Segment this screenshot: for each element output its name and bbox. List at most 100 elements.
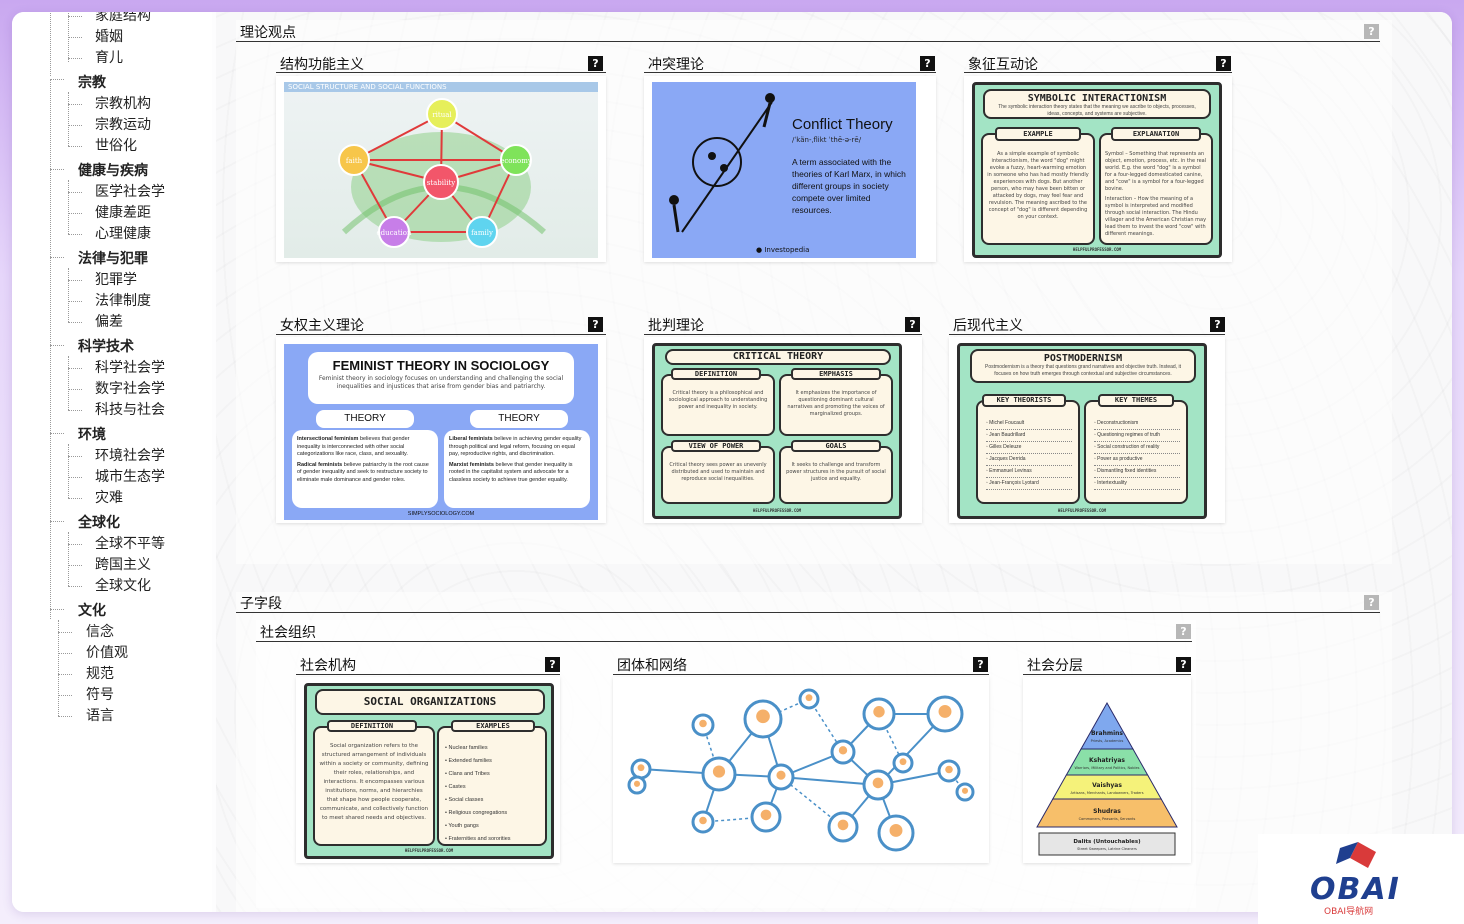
- level-sub: Commoners, Peasants, Servants: [1079, 817, 1136, 821]
- node-ritual: [426, 98, 458, 130]
- person-icon: [938, 704, 952, 718]
- card-conflict-theory[interactable]: Conflict Theory /ˈkän-ˌflikt ˈthē-ə-rē/ …: [644, 76, 936, 262]
- tree-item[interactable]: 环境社会学: [95, 448, 165, 464]
- tree-group[interactable]: 健康与疾病: [78, 163, 148, 179]
- critical-label-emphasis: EMPHASIS: [791, 368, 881, 380]
- card-help-button[interactable]: ?: [1176, 657, 1191, 672]
- tree-item[interactable]: 语言: [86, 708, 114, 724]
- tree-item[interactable]: 宗教运动: [95, 117, 151, 133]
- conflict-description: A term associated with the theories of K…: [792, 157, 906, 215]
- list-item: ◦ Dismantling fixed identities: [1094, 466, 1180, 478]
- image-footer: HELPFULPROFESSOR.COM: [404, 848, 454, 853]
- tree-item[interactable]: 规范: [86, 666, 114, 682]
- tree-item[interactable]: 犯罪学: [95, 272, 137, 288]
- pyramid-base: [1038, 832, 1176, 856]
- tree-group[interactable]: 全球化: [78, 515, 120, 531]
- node-faith: [338, 144, 370, 176]
- tree-item[interactable]: 医学社会学: [95, 184, 165, 200]
- list-item: ◦ Jacques Derrida: [986, 454, 1072, 466]
- card-help-button[interactable]: ?: [545, 657, 560, 672]
- tree-item[interactable]: 跨国主义: [95, 557, 151, 573]
- tree-item[interactable]: 健康差距: [95, 205, 151, 221]
- card-help-button[interactable]: ?: [588, 56, 603, 71]
- person-icon: [699, 816, 707, 825]
- tree-item[interactable]: 家庭结构: [95, 12, 151, 24]
- tree-item[interactable]: 育儿: [95, 50, 123, 66]
- tree-item[interactable]: 符号: [86, 687, 114, 703]
- card-help-button[interactable]: ?: [1210, 317, 1225, 332]
- tree-item[interactable]: 世俗化: [95, 138, 137, 154]
- tree-item[interactable]: 全球不平等: [95, 536, 165, 552]
- postmodern-label-theorists: KEY THEORISTS: [982, 394, 1066, 407]
- person-icon: [637, 764, 645, 772]
- level-name: Brahmins: [1091, 730, 1123, 737]
- person-icon: [776, 770, 786, 780]
- card-postmodernism[interactable]: POSTMODERNISM Postmodernism is a theory …: [949, 337, 1225, 523]
- card-help-button[interactable]: ?: [588, 317, 603, 332]
- card-groups-networks[interactable]: [613, 677, 989, 863]
- tree-item[interactable]: 价值观: [86, 645, 128, 661]
- tree-item[interactable]: 科技与社会: [95, 402, 165, 418]
- card-help-button[interactable]: ?: [905, 317, 920, 332]
- card-title: 社会机构: [300, 658, 356, 674]
- image-footer: HELPFULPROFESSOR.COM: [1072, 247, 1122, 252]
- tree-group[interactable]: 环境: [78, 427, 106, 443]
- tree-item[interactable]: 科学社会学: [95, 360, 165, 376]
- critical-goals: It seeks to challenge and transform powe…: [786, 462, 886, 482]
- tree-item[interactable]: 婚姻: [95, 29, 123, 45]
- social-org-title: SOCIAL ORGANIZATIONS: [315, 689, 545, 715]
- node-label: family: [471, 229, 493, 237]
- tree-item[interactable]: 法律制度: [95, 293, 151, 309]
- symbolic-title: SYMBOLIC INTERACTIONISM: [1027, 93, 1167, 104]
- card-help-button[interactable]: ?: [1216, 56, 1231, 71]
- tree-item[interactable]: 偏差: [95, 314, 123, 330]
- tree-item[interactable]: 灾难: [95, 490, 123, 506]
- card-feminist-theory[interactable]: FEMINIST THEORY IN SOCIOLOGY Feminist th…: [276, 337, 606, 523]
- list-item: ◦ Gilles Deleuze: [986, 442, 1072, 454]
- section-help-button[interactable]: ?: [1364, 24, 1379, 39]
- structural-functionalism-image: SOCIAL STRUCTURE AND SOCIAL FUNCTIONS ri…: [284, 82, 598, 258]
- tree-item[interactable]: 城市生态学: [95, 469, 165, 485]
- person-icon: [873, 706, 885, 718]
- person-icon: [961, 787, 969, 794]
- tree-group[interactable]: 科学技术: [78, 339, 134, 355]
- tree-item[interactable]: 信念: [86, 624, 114, 640]
- node-economy: [500, 144, 532, 176]
- list-item: ◦ Deconstructionism: [1094, 418, 1180, 430]
- tree-item[interactable]: 宗教机构: [95, 96, 151, 112]
- tree-line: [50, 12, 51, 76]
- feminist-intro: Feminist theory in sociology focuses on …: [318, 375, 564, 390]
- feminist-theory-image: FEMINIST THEORY IN SOCIOLOGY Feminist th…: [284, 344, 598, 520]
- feminist-left-2: Radical feminists believe patriarchy is …: [297, 461, 429, 483]
- tree-item[interactable]: 全球文化: [95, 578, 151, 594]
- card-critical-theory[interactable]: CRITICAL THEORY Critical theory is a phi…: [644, 337, 922, 523]
- list-item: • Nuclear families: [445, 745, 488, 751]
- image-banner: SOCIAL STRUCTURE AND SOCIAL FUNCTIONS: [284, 82, 598, 92]
- tree-item[interactable]: 心理健康: [95, 226, 151, 242]
- node-label: ritual: [432, 111, 452, 119]
- tree-item[interactable]: 数字社会学: [95, 381, 165, 397]
- tree-group[interactable]: 文化: [78, 603, 106, 619]
- critical-emphasis: It emphasizes the importance of question…: [787, 390, 885, 417]
- section-title: 理论观点: [240, 25, 296, 41]
- tree-group[interactable]: 宗教: [78, 75, 106, 91]
- card-symbolic-interactionism[interactable]: SYMBOLIC INTERACTIONISM The symbolic int…: [964, 76, 1232, 262]
- critical-label-definition: DEFINITION: [671, 368, 761, 380]
- card-structural-functionalism[interactable]: SOCIAL STRUCTURE AND SOCIAL FUNCTIONS ri…: [276, 76, 606, 262]
- node-education: [378, 216, 410, 248]
- card-help-button[interactable]: ?: [920, 56, 935, 71]
- critical-title: CRITICAL THEORY: [665, 349, 891, 365]
- tree-group[interactable]: 法律与犯罪: [78, 251, 148, 267]
- watermark-subtitle: OBAI导航网: [1324, 907, 1374, 917]
- group-help-button[interactable]: ?: [1176, 624, 1191, 639]
- level-name: Shudras: [1093, 808, 1121, 815]
- list-item: • Extended families: [445, 758, 492, 764]
- image-footer: HELPFULPROFESSOR.COM: [1057, 508, 1107, 513]
- card-title: 象征互动论: [968, 57, 1038, 73]
- card-social-institutions[interactable]: SOCIAL ORGANIZATIONS Social organization…: [296, 677, 560, 863]
- card-help-button[interactable]: ?: [973, 657, 988, 672]
- section-help-button[interactable]: ?: [1364, 595, 1379, 610]
- critical-label-view: VIEW OF POWER: [671, 440, 761, 452]
